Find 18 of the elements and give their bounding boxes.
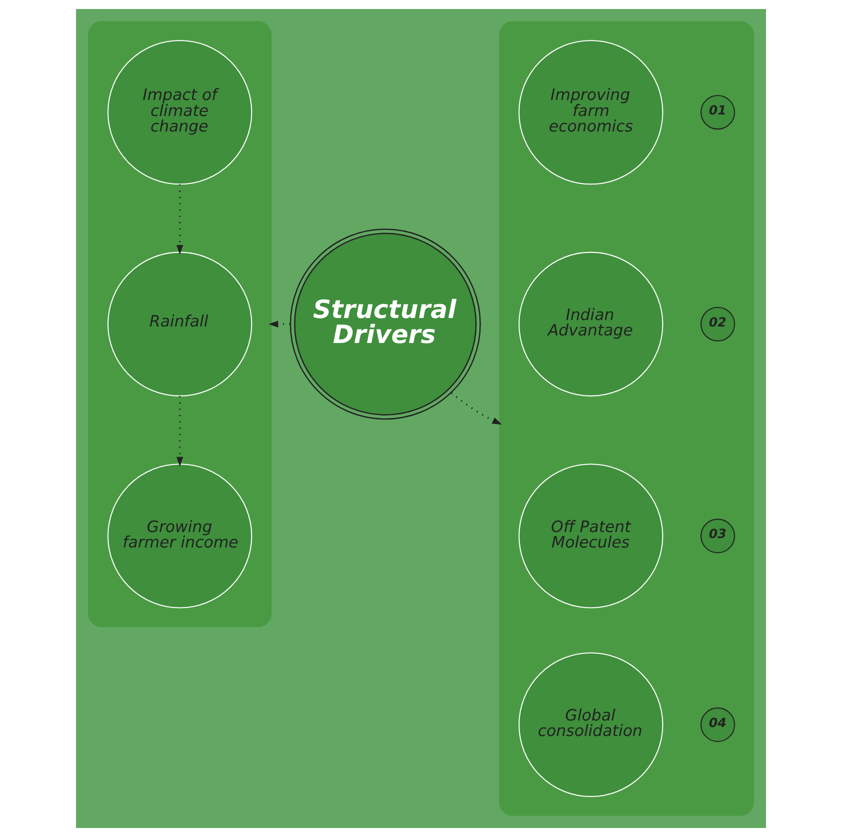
node-circle: Growing farmer income (107, 463, 252, 608)
node-circle: Global consolidation (518, 652, 664, 797)
node-circle: Structural Drivers (290, 228, 481, 420)
node-circle: 02 (700, 306, 736, 341)
node-circle: 04 (700, 706, 736, 742)
node-circle: Impact of climate change (107, 39, 252, 184)
arrow (450, 392, 502, 424)
node-circle: 03 (700, 518, 736, 553)
arrow (176, 396, 184, 466)
node-circle: Indian Advantage (518, 251, 664, 396)
cluster (88, 20, 272, 627)
arrow (268, 320, 290, 327)
arrow (176, 184, 184, 254)
node-circle: Rainfall (107, 251, 252, 396)
cluster (499, 20, 754, 816)
node-circle: Off Patent Molecules (518, 463, 664, 608)
node-circle: 01 (700, 94, 736, 130)
node-circle: Improving farm economics (518, 39, 664, 184)
